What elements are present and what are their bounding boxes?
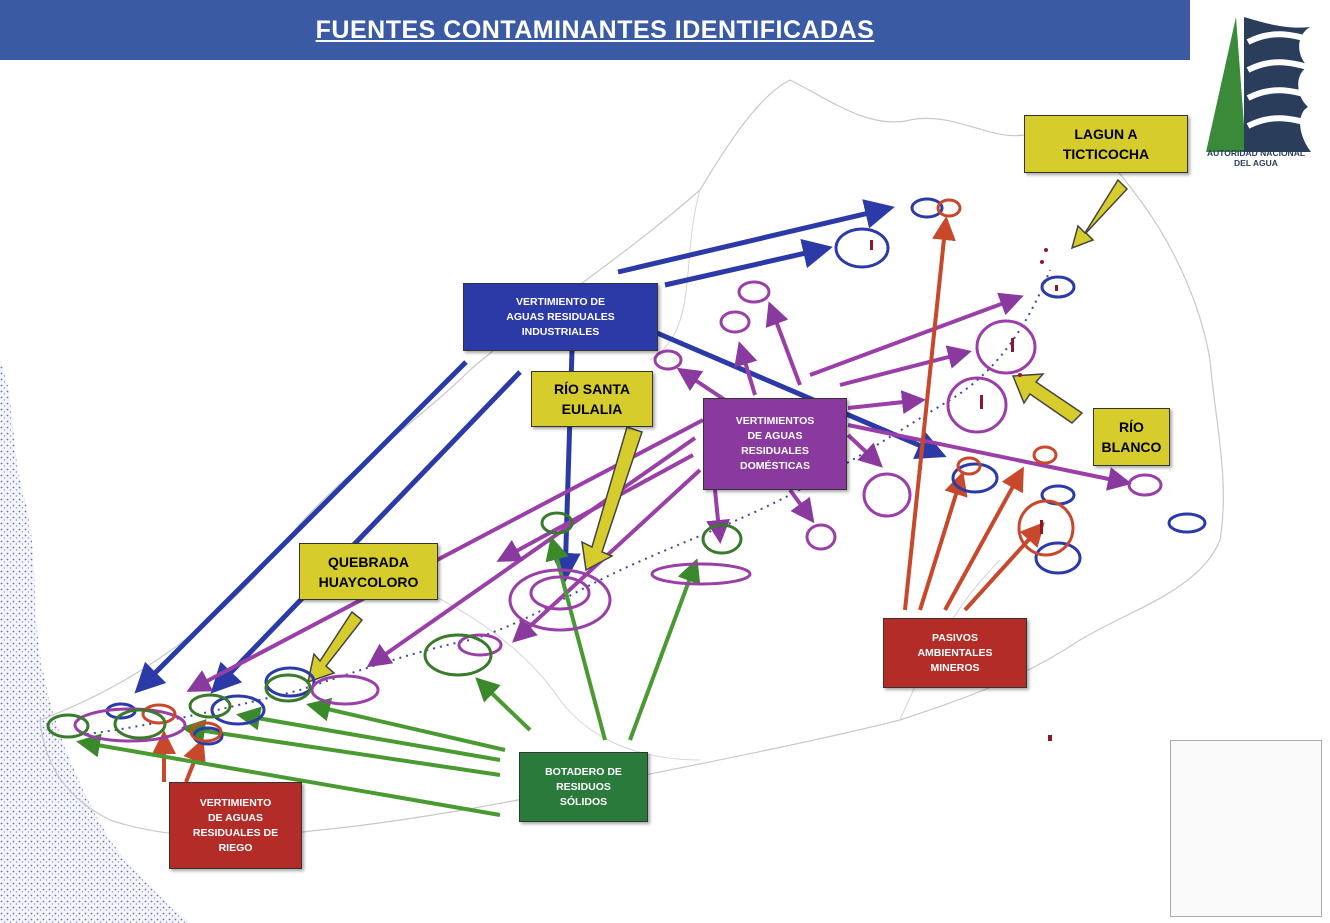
- industrial-sites: [105, 197, 1207, 746]
- label-riego: VERTIMIENTO DE AGUAS RESIDUALES DE RIEGO: [169, 782, 302, 869]
- label-domesticas: VERTIMIENTOS DE AGUAS RESIDUALES DOMÉSTI…: [703, 398, 847, 490]
- site-marks: [870, 240, 1058, 741]
- map-legend: [1170, 740, 1322, 917]
- label-rio-santa-eulalia: RÍO SANTA EULALIA: [531, 371, 653, 427]
- waste-sites: [46, 511, 743, 740]
- ocean-area: [0, 360, 190, 923]
- page-title: FUENTES CONTAMINANTES IDENTIFICADAS: [315, 15, 875, 44]
- label-pasivos-mineros: PASIVOS AMBIENTALES MINEROS: [883, 618, 1027, 688]
- logo-caption: AUTORIDAD NACIONAL DEL AGUA: [1206, 148, 1306, 168]
- title-bar: FUENTES CONTAMINANTES IDENTIFICADAS: [0, 0, 1190, 60]
- mining-sites: [141, 198, 1075, 743]
- label-botadero: BOTADERO DE RESIDUOS SÓLIDOS: [519, 752, 648, 822]
- label-laguna-ticticocha: LAGUN A TICTICOCHA: [1024, 115, 1188, 173]
- domestic-sites: [73, 280, 1163, 743]
- waste-arrows: [76, 536, 701, 817]
- callout-arrows: [306, 178, 1129, 684]
- label-quebrada-huaycoloro: QUEBRADA HUAYCOLORO: [299, 543, 438, 600]
- label-industrial: VERTIMIENTO DE AGUAS RESIDUALES INDUSTRI…: [463, 283, 658, 351]
- label-rio-blanco: RÍO BLANCO: [1093, 408, 1170, 466]
- ana-logo-icon: [1206, 17, 1312, 152]
